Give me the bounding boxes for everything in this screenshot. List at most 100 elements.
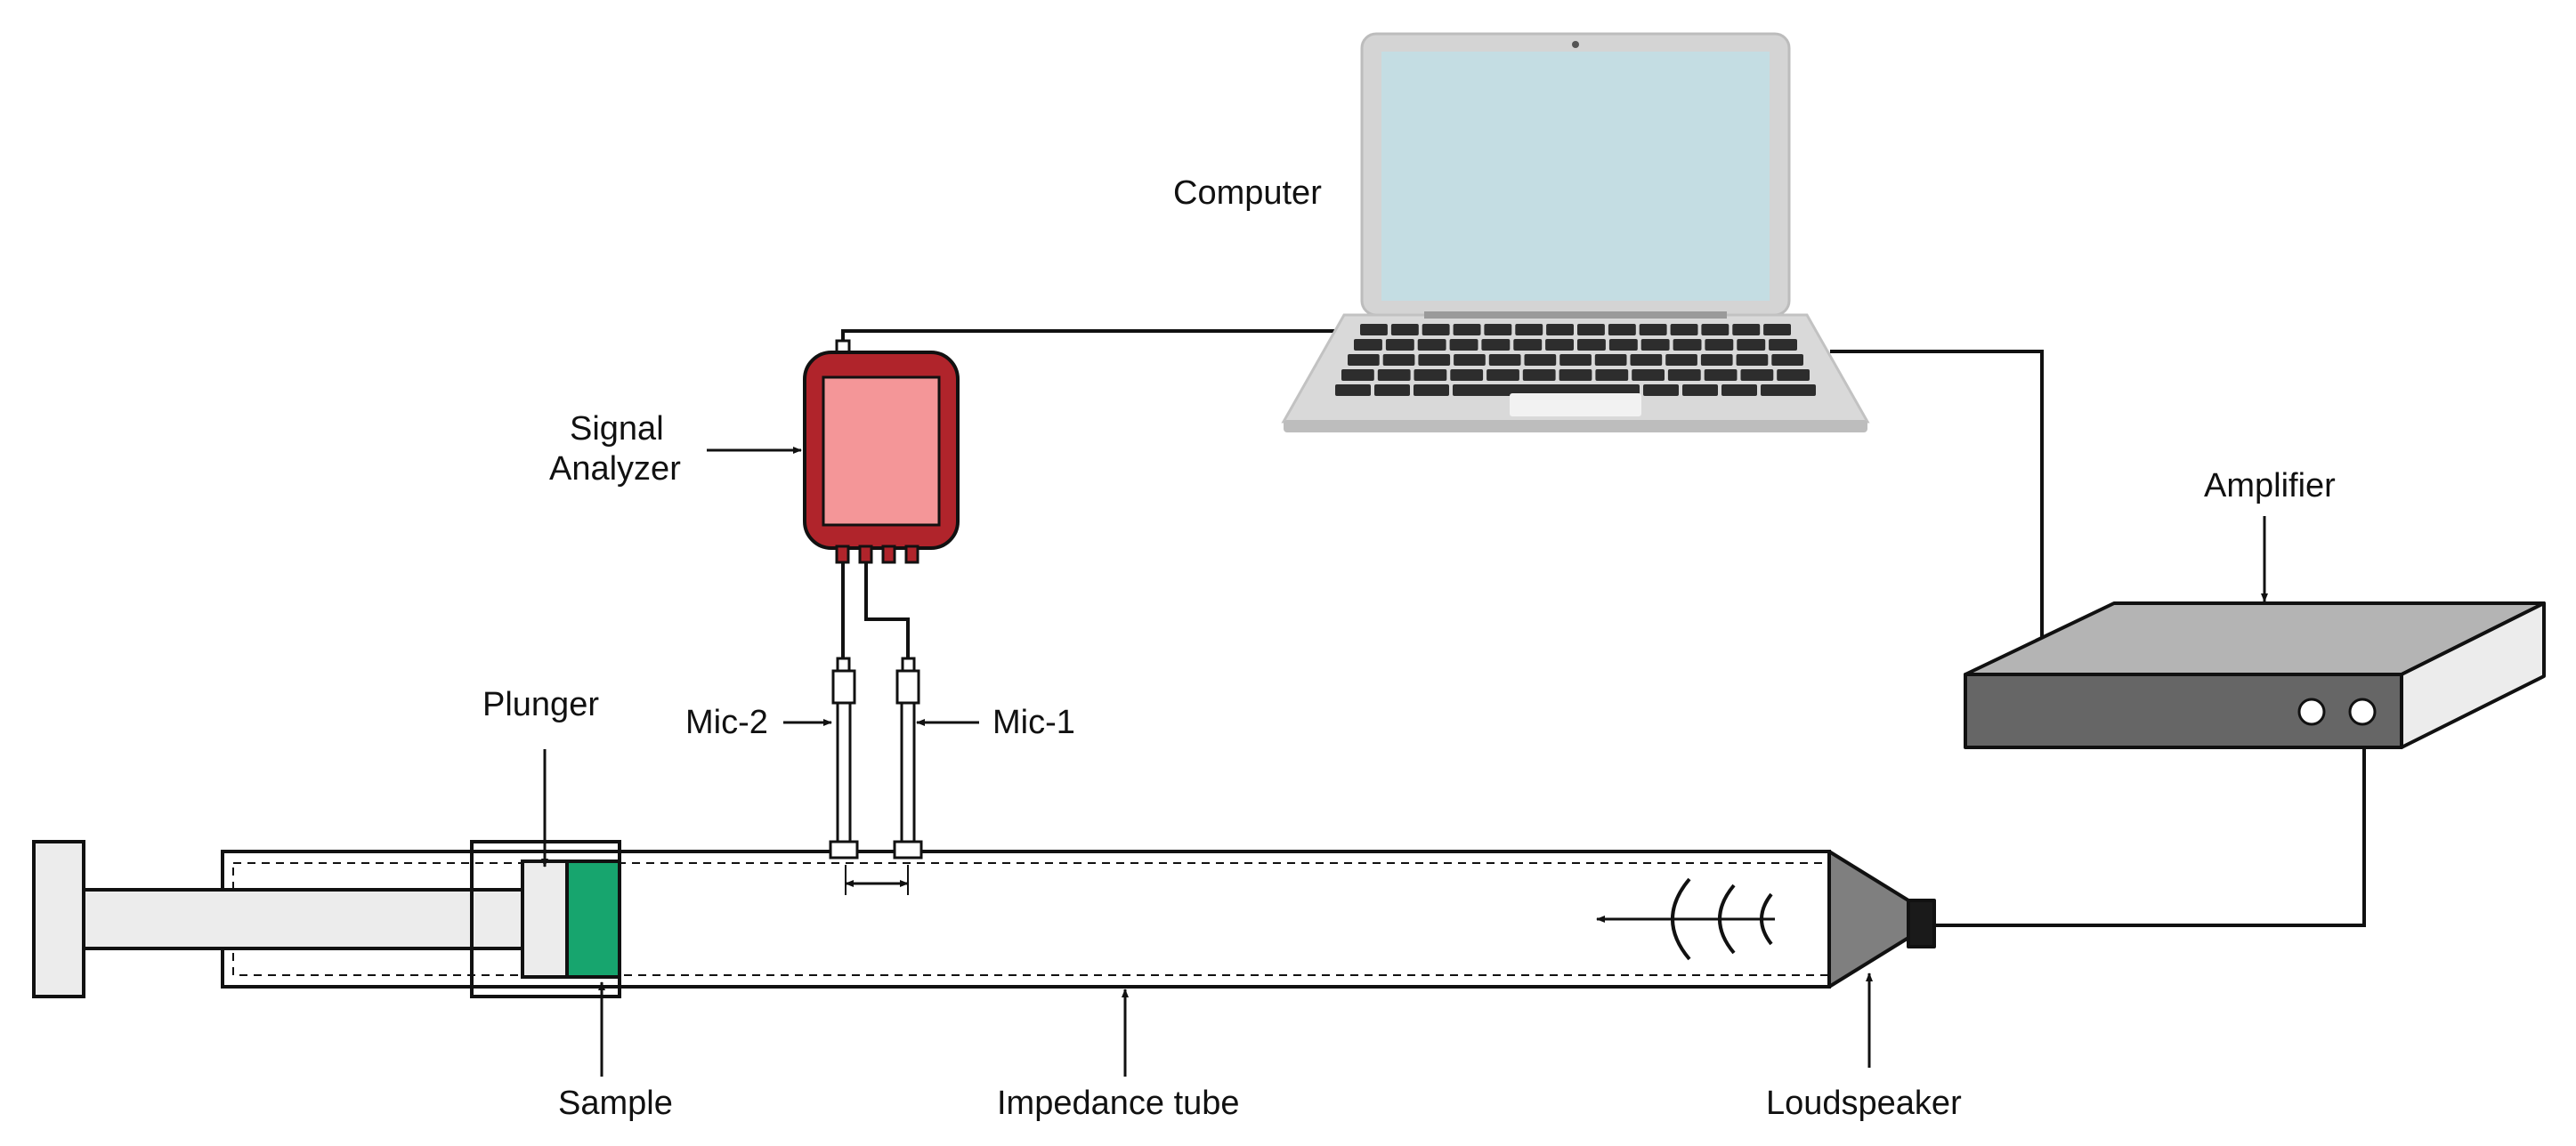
laptop-key (1450, 369, 1484, 381)
laptop-key (1414, 369, 1447, 381)
laptop-key (1769, 339, 1797, 351)
signal-analyzer-label-line1: Signal (570, 410, 664, 448)
sound-wave-arc (1671, 877, 1691, 961)
plunger-handle (32, 840, 85, 998)
laptop-key (1736, 354, 1769, 366)
analyzer-computer-cable (841, 329, 1344, 343)
laptop-key (1704, 369, 1738, 381)
laptop-key (1524, 354, 1557, 366)
laptop-key (1377, 369, 1411, 381)
laptop-key (1488, 354, 1521, 366)
analyzer-port (881, 545, 896, 564)
laptop-key (1732, 324, 1761, 335)
mic1-label: Mic-1 (992, 704, 1075, 741)
laptop-key (1348, 354, 1380, 366)
loudspeaker-cone (1827, 850, 1910, 989)
laptop-key (1486, 369, 1519, 381)
laptop-key (1545, 339, 1574, 351)
loudspeaker-label: Loudspeaker (1766, 1085, 1962, 1122)
plunger-head (521, 860, 569, 979)
analyzer-port (904, 545, 919, 564)
laptop-key (1639, 324, 1667, 335)
laptop-key (1763, 324, 1791, 335)
amplifier-knob (2297, 698, 2326, 726)
laptop-key (1453, 324, 1481, 335)
laptop-key (1559, 369, 1592, 381)
laptop-key (1595, 369, 1629, 381)
mic1-cable (864, 556, 910, 660)
mic1-body (900, 701, 916, 843)
amplifier-front (1964, 673, 2403, 749)
laptop-hinge (1424, 311, 1727, 319)
mic1-head (895, 669, 920, 705)
plunger-rod (82, 888, 524, 950)
laptop-key (1414, 384, 1449, 396)
impedance-tube-label: Impedance tube (997, 1085, 1240, 1122)
laptop-key (1449, 339, 1478, 351)
computer-laptop (1281, 32, 1870, 432)
laptop-key (1577, 324, 1605, 335)
laptop-key (1771, 354, 1803, 366)
mic2-body (836, 701, 852, 843)
microphone-1 (893, 657, 923, 860)
laptop-key (1335, 384, 1371, 396)
laptop-key (1608, 339, 1638, 351)
laptop-base-front (1284, 420, 1867, 432)
mic2-label: Mic-2 (685, 704, 768, 741)
laptop-key (1513, 339, 1543, 351)
sample (565, 860, 621, 979)
laptop-key (1484, 324, 1512, 335)
mic2-base (829, 840, 859, 860)
laptop-key (1454, 354, 1486, 366)
laptop-key (1453, 384, 1640, 396)
laptop-key (1360, 324, 1388, 335)
loudspeaker (1827, 850, 1936, 989)
mic2-head (831, 669, 856, 705)
laptop-key (1673, 339, 1702, 351)
laptop-key (1382, 354, 1415, 366)
laptop-key (1701, 324, 1729, 335)
mic1-base (893, 840, 923, 860)
laptop-key (1546, 324, 1574, 335)
laptop-touchpad (1510, 393, 1641, 416)
laptop-key (1341, 369, 1374, 381)
laptop-key (1670, 324, 1698, 335)
computer-label: Computer (1173, 174, 1322, 212)
laptop-key (1777, 369, 1810, 381)
laptop-key (1608, 324, 1636, 335)
sample-label: Sample (558, 1085, 673, 1122)
computer-amplifier-cable (1830, 350, 2044, 637)
laptop-key (1632, 369, 1665, 381)
laptop-key (1594, 354, 1627, 366)
analyzer-ports (835, 545, 919, 564)
microphone-2 (829, 657, 859, 860)
laptop-key (1761, 384, 1816, 396)
laptop-key (1643, 384, 1679, 396)
laptop-keyboard (1335, 324, 1816, 396)
laptop-key (1354, 339, 1382, 351)
laptop-key (1640, 339, 1670, 351)
laptop-key (1417, 339, 1446, 351)
cables (841, 329, 2366, 927)
sound-wave-arc (1718, 884, 1736, 955)
analyzer-screen (822, 375, 941, 527)
laptop-key (1721, 384, 1757, 396)
laptop-key (1577, 339, 1606, 351)
laptop-key (1522, 369, 1556, 381)
laptop-key (1559, 354, 1592, 366)
laptop-key (1385, 339, 1414, 351)
signal-analyzer (803, 339, 960, 564)
laptop-screen (1381, 52, 1770, 301)
sound-waves (1596, 877, 1775, 961)
laptop-key (1665, 354, 1697, 366)
laptop-key (1515, 324, 1543, 335)
laptop-key (1740, 369, 1774, 381)
laptop-key (1481, 339, 1511, 351)
amplifier-knob (2348, 698, 2377, 726)
amplifier-label: Amplifier (2204, 467, 2336, 504)
laptop-key (1705, 339, 1734, 351)
laptop-key (1374, 384, 1410, 396)
plunger (32, 840, 621, 998)
laptop-key (1422, 324, 1450, 335)
